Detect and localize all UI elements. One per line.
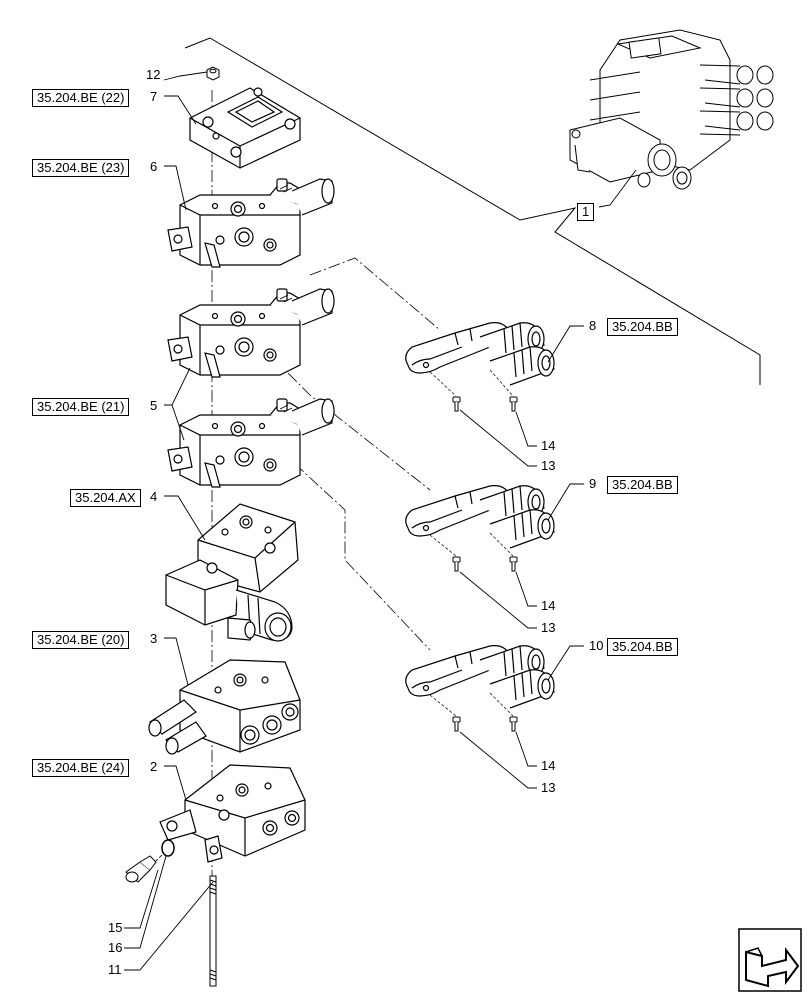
callout-13-b: 13 xyxy=(541,620,556,635)
callout-5: 5 xyxy=(150,398,158,413)
ref-box-bb10: 35.204.BB xyxy=(607,638,678,656)
ref-box-be23: 35.204.BE (23) xyxy=(32,159,130,177)
callout-13-c: 13 xyxy=(541,780,556,795)
ref-box-be20: 35.204.BE (20) xyxy=(32,631,130,649)
ref-box-be21: 35.204.BE (21) xyxy=(32,398,130,416)
handle-10 xyxy=(405,644,555,709)
callout-6: 6 xyxy=(150,159,158,174)
valve-section-3 xyxy=(148,659,301,755)
callout-15: 15 xyxy=(108,920,123,935)
callout-10: 10 xyxy=(589,638,604,653)
tie-rod-part xyxy=(209,875,217,987)
plug-part xyxy=(125,855,157,883)
callout-13-a: 13 xyxy=(541,458,556,473)
callout-2: 2 xyxy=(150,759,158,774)
ref-box-be22: 35.204.BE (22) xyxy=(32,89,130,107)
ref-box-be24: 35.204.BE (24) xyxy=(32,759,130,777)
o-ring-part xyxy=(161,839,175,857)
callout-14-c: 14 xyxy=(541,758,556,773)
handle-8 xyxy=(405,322,555,386)
assembled-valve-thumbnail xyxy=(569,29,774,190)
inlet-section-4 xyxy=(165,503,299,642)
callout-8: 8 xyxy=(589,318,597,333)
end-section-2 xyxy=(159,764,306,863)
spool-valve-5a xyxy=(167,288,335,378)
callout-9: 9 xyxy=(589,476,597,491)
callout-14-b: 14 xyxy=(541,598,556,613)
callout-12: 12 xyxy=(146,67,161,82)
navigation-arrow-icon[interactable] xyxy=(738,928,802,992)
callout-3: 3 xyxy=(150,631,158,646)
callout-11: 11 xyxy=(108,962,122,977)
assembly-frame-line xyxy=(184,37,761,385)
callout-4: 4 xyxy=(150,489,158,504)
ref-box-ax: 35.204.AX xyxy=(70,489,141,507)
callout-14-a: 14 xyxy=(541,438,556,453)
leader-lines xyxy=(124,71,637,971)
handle-9 xyxy=(405,485,555,549)
end-cover-part xyxy=(189,87,301,169)
callout-7: 7 xyxy=(150,89,158,104)
nut-part xyxy=(206,66,220,81)
ref-box-bb9: 35.204.BB xyxy=(607,476,678,494)
ref-box-bb8: 35.204.BB xyxy=(607,318,678,336)
spool-valve-6 xyxy=(167,178,335,268)
spool-valve-5b xyxy=(167,398,335,488)
ref-box-assembly: 1 xyxy=(577,203,595,221)
callout-16: 16 xyxy=(108,940,123,955)
